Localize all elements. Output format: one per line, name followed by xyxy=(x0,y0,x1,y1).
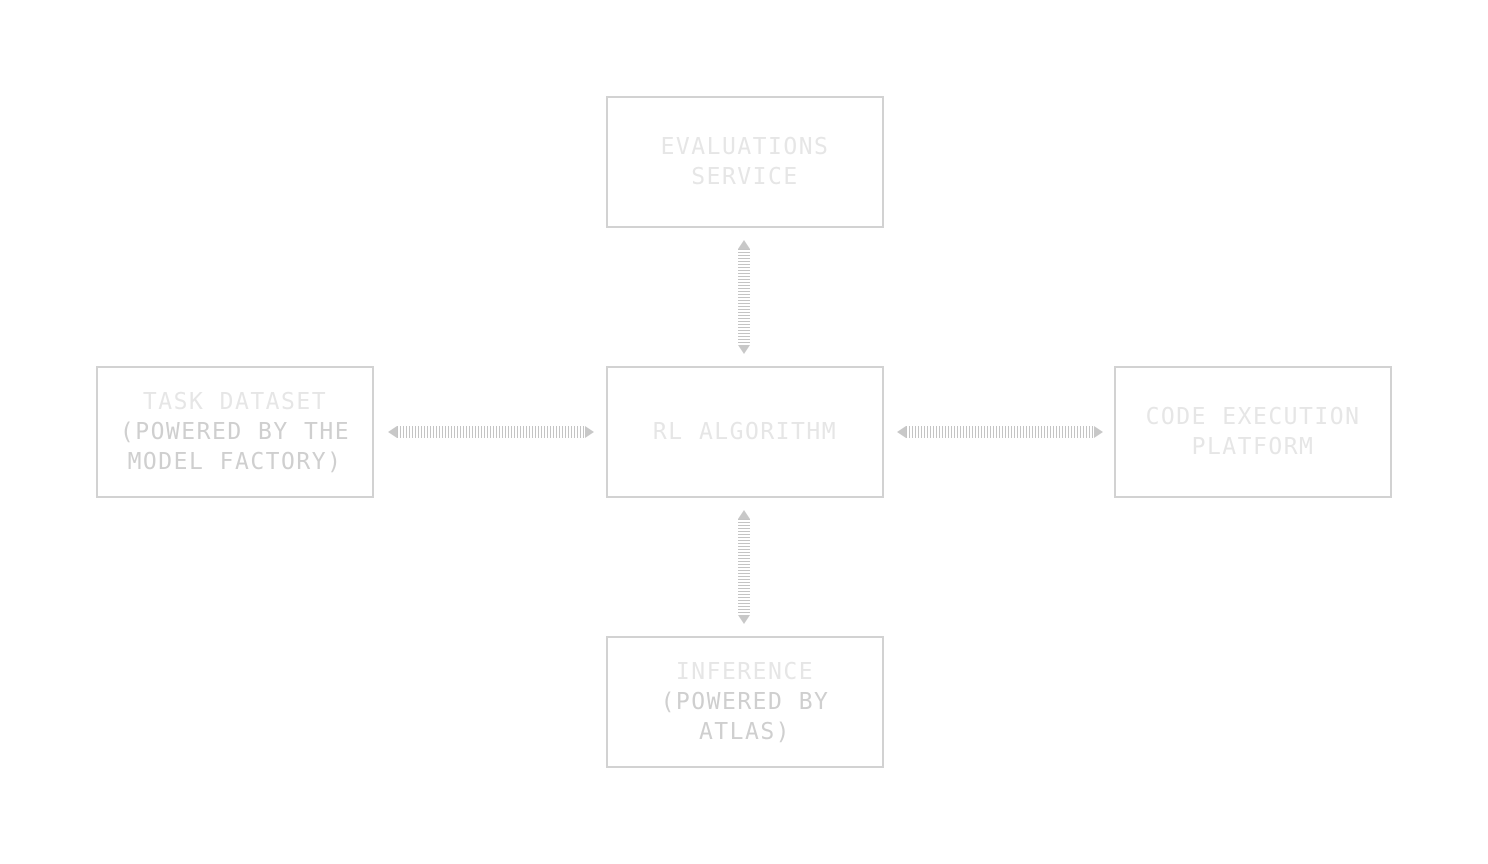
node-task-dataset: TASK DATASET (POWERED BY THE MODEL FACTO… xyxy=(96,366,374,498)
node-label: RL ALGORITHM xyxy=(653,417,837,447)
node-label-line: INFERENCE xyxy=(675,659,815,685)
node-label-line: PLATFORM xyxy=(1191,434,1315,460)
node-label-line: MODEL FACTORY) xyxy=(127,449,343,475)
node-label-line: SERVICE xyxy=(691,164,799,190)
node-inference: INFERENCE (POWERED BY ATLAS) xyxy=(606,636,884,768)
node-label: INFERENCE (POWERED BY ATLAS) xyxy=(661,657,830,747)
node-label-line: CODE EXECUTION xyxy=(1145,404,1361,430)
connector-rl-inference xyxy=(738,510,750,624)
node-label: EVALUATIONS SERVICE xyxy=(661,132,830,192)
node-label-line: (POWERED BY THE xyxy=(119,419,351,445)
node-label-line: TASK DATASET xyxy=(142,389,328,415)
node-label: TASK DATASET (POWERED BY THE MODEL FACTO… xyxy=(120,387,350,477)
node-code-execution-platform: CODE EXECUTION PLATFORM xyxy=(1114,366,1392,498)
arrowhead-right xyxy=(585,426,594,438)
arrowhead-right xyxy=(1094,426,1103,438)
arrowhead-up xyxy=(738,240,750,249)
node-label-line: RL ALGORITHM xyxy=(652,419,838,445)
arrowhead-left xyxy=(388,426,397,438)
connector-rl-evaluations xyxy=(738,240,750,354)
node-label-line: EVALUATIONS xyxy=(660,134,830,160)
arrowhead-up xyxy=(738,510,750,519)
node-label: CODE EXECUTION PLATFORM xyxy=(1146,402,1361,462)
connector-task-rl xyxy=(388,426,594,438)
arrowhead-down xyxy=(738,345,750,354)
node-label-line: (POWERED BY xyxy=(660,689,830,715)
connector-rl-code xyxy=(897,426,1103,438)
node-label-line: ATLAS) xyxy=(698,719,792,745)
node-evaluations-service: EVALUATIONS SERVICE xyxy=(606,96,884,228)
arrowhead-left xyxy=(897,426,906,438)
arrowhead-down xyxy=(738,615,750,624)
node-rl-algorithm: RL ALGORITHM xyxy=(606,366,884,498)
